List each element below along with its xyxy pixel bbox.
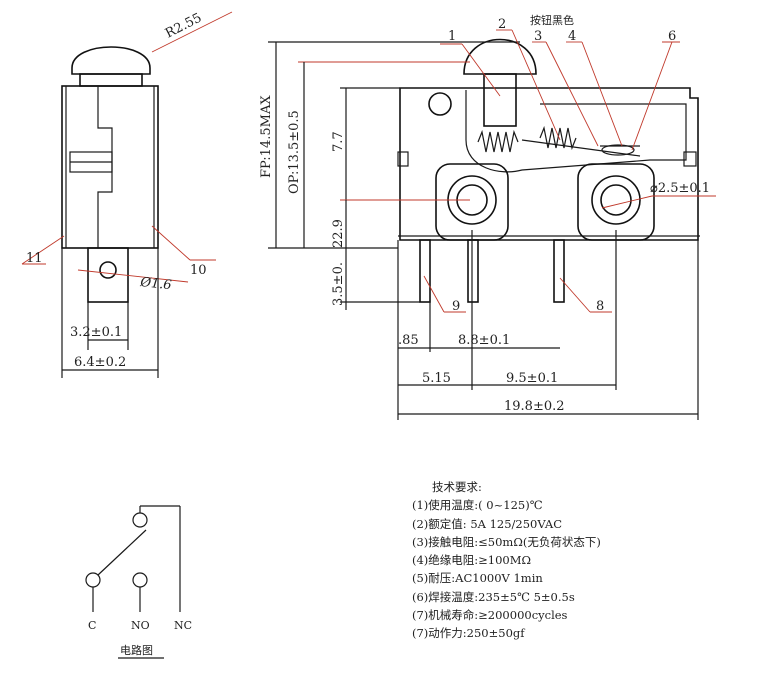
callout-3: 3: [534, 29, 542, 44]
side-view: R2.55 Ø1.6 3.2±0.1 6.4±0.2 11 10: [21, 11, 233, 378]
terminal-c-label: C: [88, 619, 96, 632]
right-mount-hole: [600, 184, 632, 216]
callout-11: 11: [26, 251, 43, 266]
left-tab: [397, 151, 409, 167]
spec-item: (5)耐压:AC1000V 1min: [412, 571, 543, 586]
dim-8-8: 8.8±0.1: [458, 333, 510, 348]
spec-item: (7)动作力:250±50gf: [412, 626, 525, 641]
spec-item: (1)使用温度:( 0~125)℃: [412, 498, 543, 513]
circuit-diagram: C NO NC 电路图: [85, 505, 192, 659]
side-button-cap: [71, 46, 151, 75]
button-color-note: 按钮黑色: [530, 13, 574, 27]
front-button-cap: [463, 38, 537, 75]
side-cover-seam: [97, 86, 113, 248]
dim-7-7: 7.7: [331, 131, 346, 152]
fp-height-label: FP:14.5MAX: [259, 95, 274, 178]
terminal-nc-label: NC: [174, 619, 192, 632]
width-outer-label: 6.4±0.2: [74, 355, 126, 370]
width-inner-label: 3.2±0.1: [70, 325, 122, 340]
spec-item: (2)额定值: 5A 125/250VAC: [412, 516, 562, 531]
switch-arm: [97, 529, 147, 576]
callout-1: 1: [448, 29, 456, 44]
pin-left: [419, 239, 431, 303]
inner-cavity: [465, 90, 687, 173]
dim-22-9: 22.9: [331, 219, 346, 248]
dim-0-85: .85: [398, 333, 419, 348]
coil-spring: [477, 129, 519, 153]
dim-3-5: 3.5±0.: [331, 262, 346, 306]
pin-right: [553, 239, 565, 303]
callout-10: 10: [190, 263, 207, 278]
callout-8: 8: [596, 299, 604, 314]
front-view: 1 2 3 4 6 8 9 按钮黑色 FP:14.5MAX OP:13.5±0.…: [259, 13, 716, 420]
hole-diameter-label: ⌀2.5±0.1: [650, 181, 710, 196]
callout-2: 2: [498, 17, 506, 32]
callout-6: 6: [668, 29, 676, 44]
side-body: [61, 85, 159, 249]
housing-outline: [399, 87, 699, 241]
dim-9-5: 9.5±0.1: [506, 371, 558, 386]
specs-heading: 技术要求:: [432, 480, 482, 494]
side-terminal: [87, 247, 129, 303]
cap-radius-label: R2.55: [163, 11, 204, 42]
right-tab: [683, 151, 697, 167]
common-contact: [85, 572, 101, 588]
callout-4: 4: [568, 29, 576, 44]
side-pin-hole: [99, 261, 117, 279]
pin-mid: [467, 239, 479, 303]
spec-item: (4)绝缘电阻:≥100MΩ: [412, 553, 532, 568]
callout-9: 9: [452, 299, 460, 314]
top-boss: [428, 92, 452, 116]
circuit-caption: 电路图: [120, 644, 153, 657]
spec-item: (3)接触电阻:≤50mΩ(无负荷状态下): [412, 534, 601, 549]
spec-item: (6)焊接温度:235±5℃ 5±0.5s: [412, 589, 575, 604]
technical-requirements: 技术要求: (1)使用温度:( 0~125)℃ (2)额定值: 5A 125/2…: [412, 478, 601, 643]
pin-hole-label: Ø1.6: [139, 275, 173, 293]
dim-5-15: 5.15: [422, 371, 451, 386]
terminal-no-label: NO: [131, 619, 150, 632]
leaf-spring: [539, 125, 577, 151]
dim-19-8: 19.8±0.2: [504, 399, 565, 414]
op-height-label: OP:13.5±0.5: [287, 110, 302, 194]
spec-item: (7)机械寿命:≥200000cycles: [412, 608, 568, 623]
side-button-stem: [79, 73, 143, 87]
front-button-stem: [483, 73, 517, 127]
contact-point: [601, 144, 635, 156]
no-contact: [132, 572, 148, 588]
nc-contact: [132, 512, 148, 528]
